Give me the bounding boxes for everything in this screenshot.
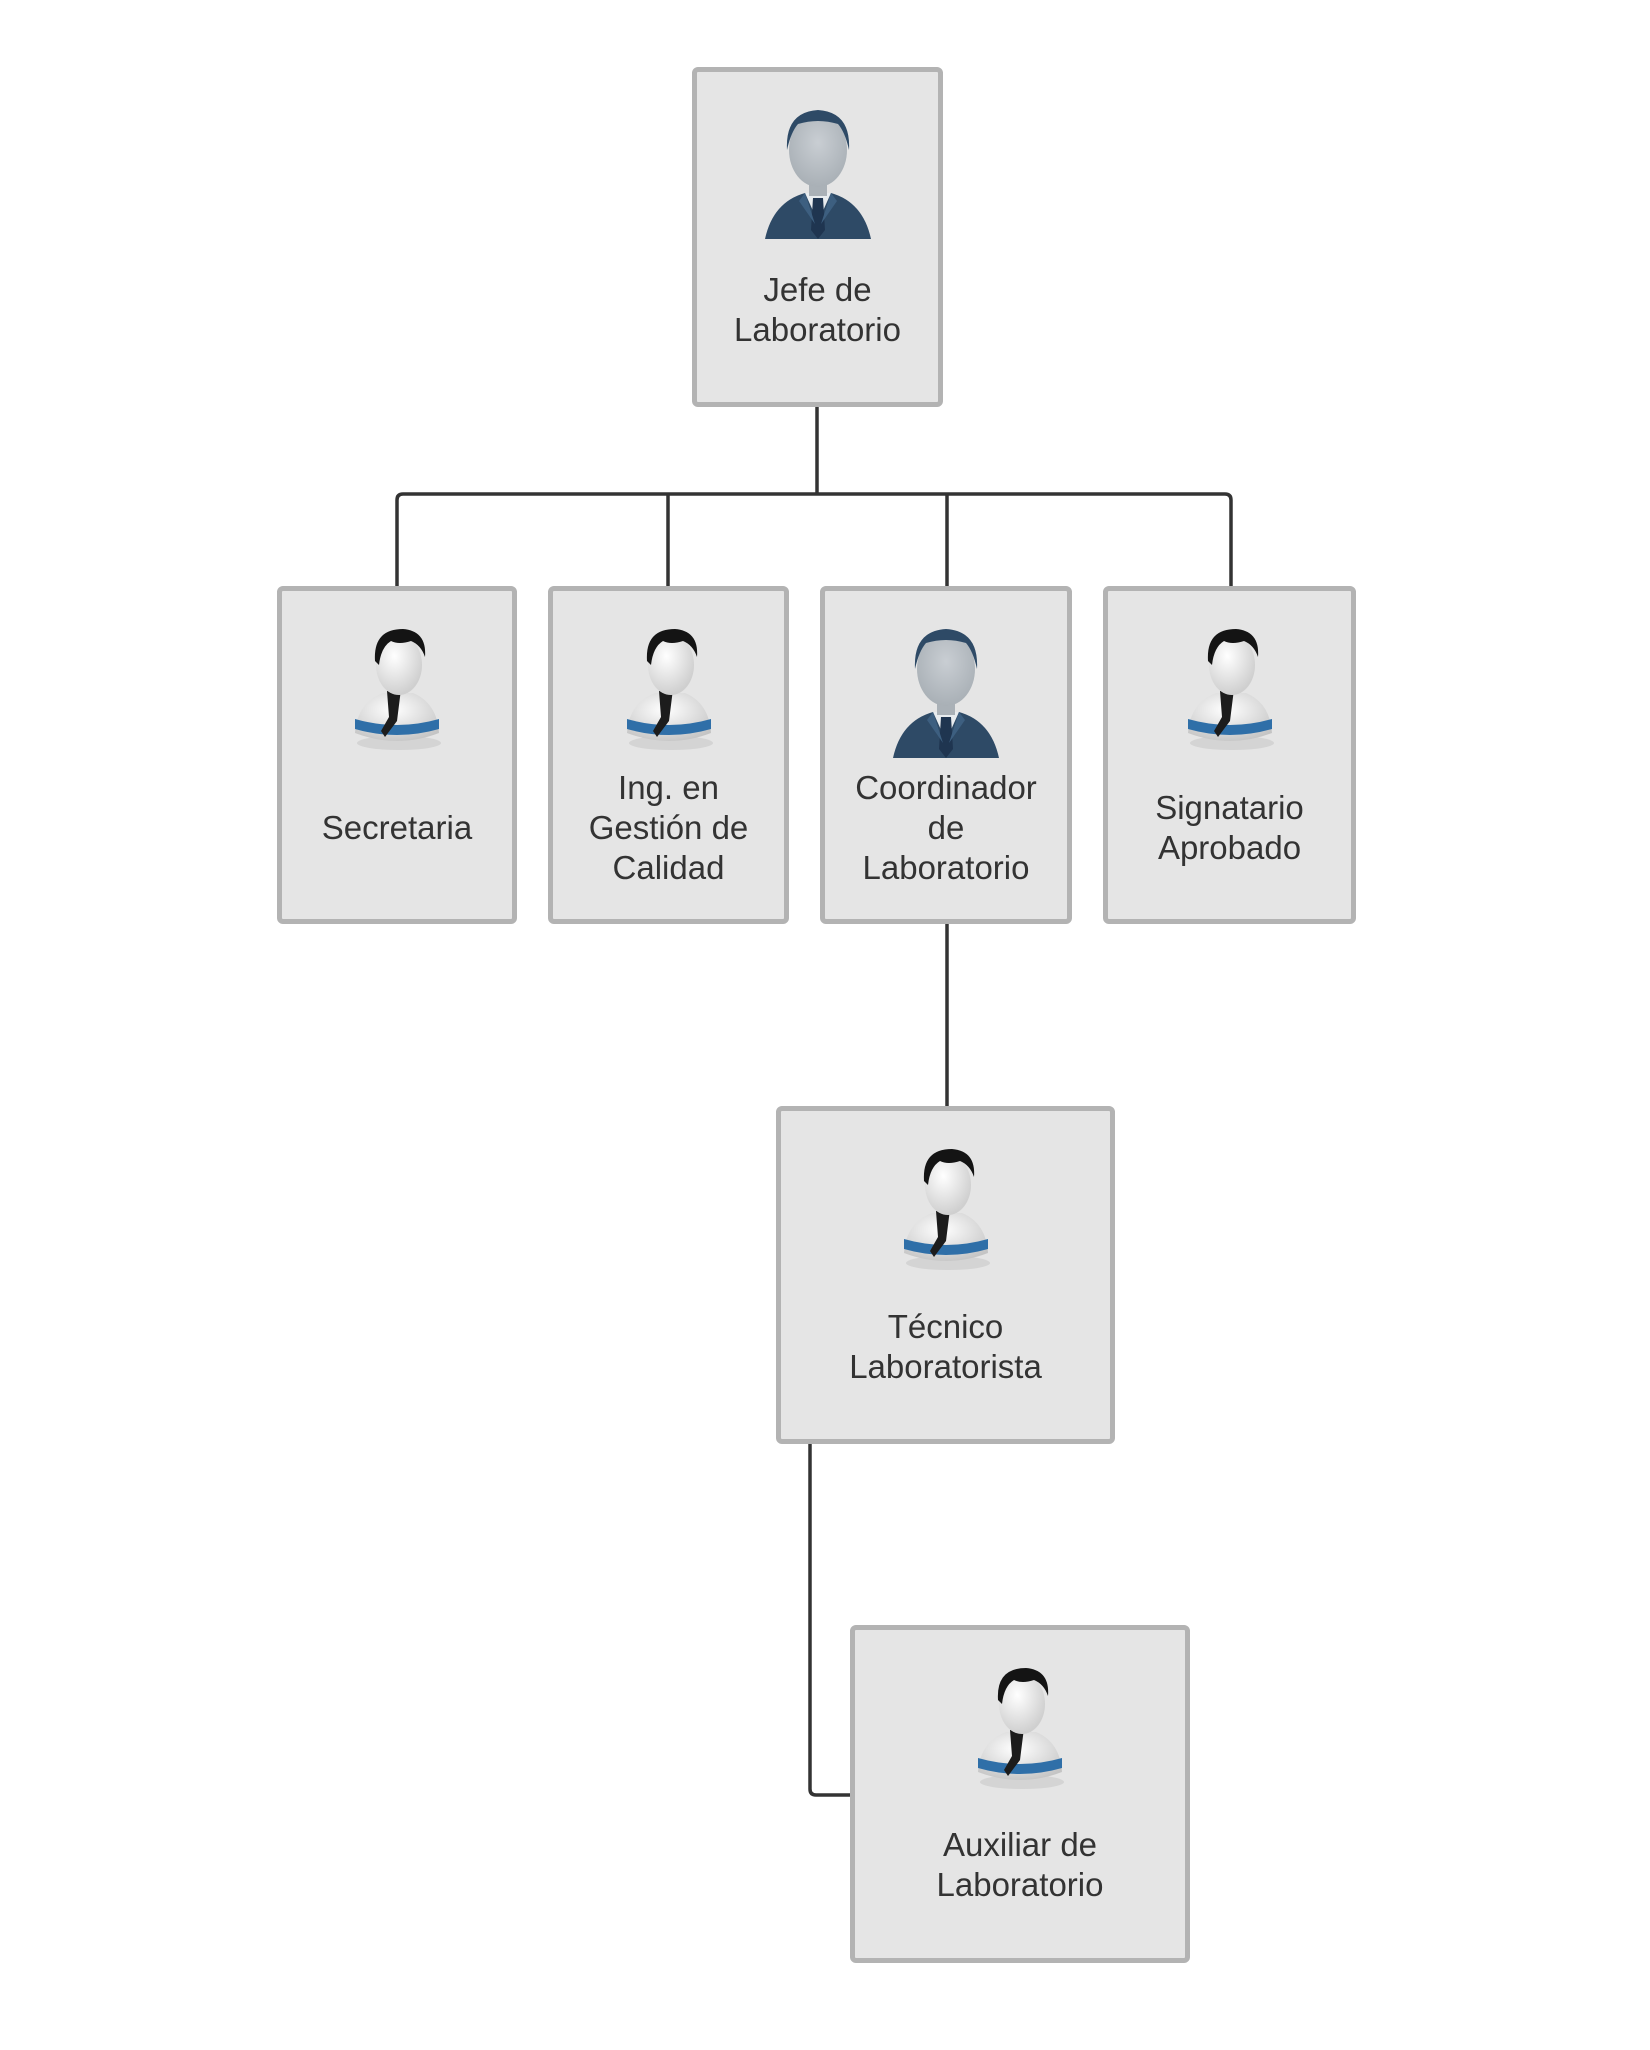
- worker-icon: [355, 629, 441, 750]
- node-label: Secretaria: [321, 809, 473, 846]
- connector-jefe-bus: [395, 492, 1233, 588]
- connector-tecnico-auxiliar: [808, 1444, 852, 1797]
- node-signatario-aprobado[interactable]: Signatario Aprobado: [1103, 586, 1356, 924]
- node-label: Coordinador de Laboratorio: [855, 769, 1037, 886]
- businessman-icon: [893, 629, 999, 758]
- node-label: Signatario Aprobado: [1155, 789, 1304, 866]
- node-secretaria[interactable]: Secretaria: [277, 586, 517, 924]
- worker-icon: [626, 629, 713, 750]
- node-tecnico-laboratorista[interactable]: Técnico Laboratorista: [776, 1106, 1115, 1444]
- node-label: Técnico Laboratorista: [849, 1308, 1042, 1385]
- worker-icon: [1187, 629, 1274, 750]
- businessman-icon: [764, 110, 871, 239]
- node-label: Jefe de Laboratorio: [734, 271, 901, 348]
- node-jefe-de-laboratorio[interactable]: Jefe de Laboratorio: [692, 67, 943, 407]
- node-auxiliar-de-laboratorio[interactable]: Auxiliar de Laboratorio: [850, 1625, 1190, 1963]
- worker-icon: [903, 1149, 990, 1270]
- node-label: Auxiliar de Laboratorio: [936, 1826, 1104, 1903]
- worker-icon: [978, 1668, 1064, 1789]
- node-coordinador-de-laboratorio[interactable]: Coordinador de Laboratorio: [820, 586, 1072, 924]
- node-label: Ing. en Gestión de Calidad: [588, 769, 749, 886]
- node-ing-gestion-calidad[interactable]: Ing. en Gestión de Calidad: [548, 586, 789, 924]
